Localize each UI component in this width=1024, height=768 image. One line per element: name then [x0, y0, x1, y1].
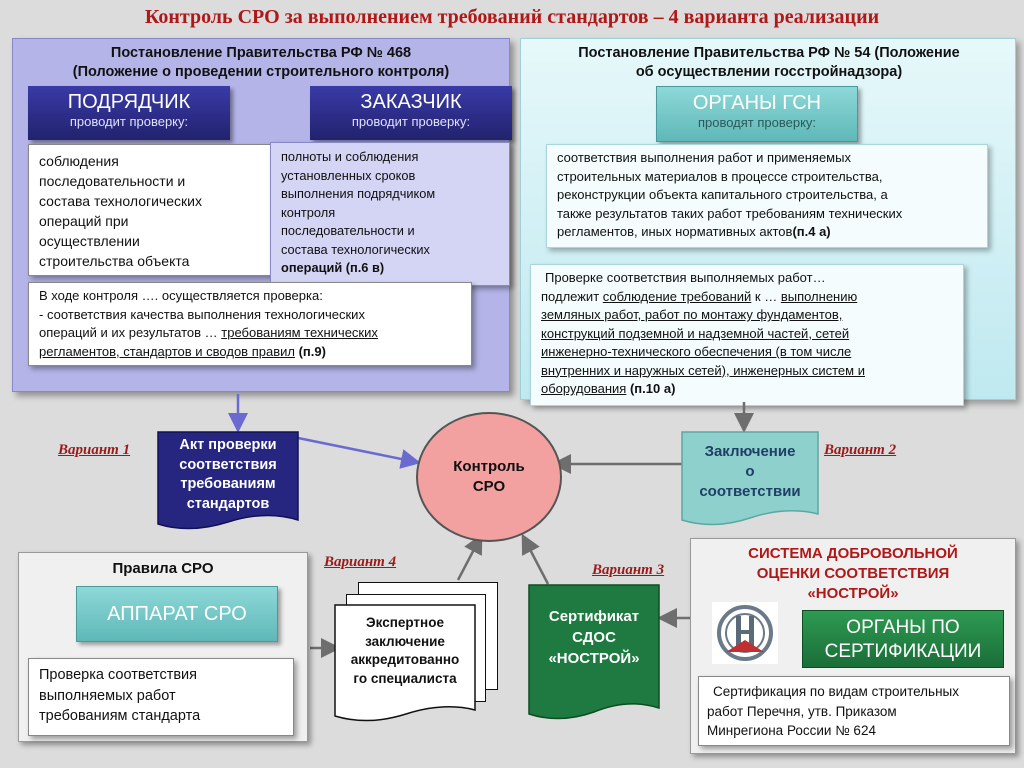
variant-1-label: Вариант 1 [58, 442, 131, 458]
variant-4-label: Вариант 4 [324, 554, 397, 570]
arrow-expert-to-control [456, 533, 483, 581]
voluntary-certification-title: СИСТЕМА ДОБРОВОЛЬНОЙ ОЦЕНКИ СООТВЕТСТВИЯ… [748, 545, 958, 602]
sro-standard-check-box: Проверка соответствия выполняемых работ … [28, 658, 294, 736]
expert-document-shape [334, 604, 476, 722]
arrow-cert-to-control [521, 533, 550, 585]
sro-control-circle: Контроль СРО [416, 412, 562, 542]
resolution-468-title: Постановление Правительства РФ № 468 (По… [72, 45, 450, 80]
act-document-shape [157, 431, 299, 530]
contractor-check-box: соблюдения последовательности и состава … [28, 144, 272, 276]
certificate-document-shape [528, 584, 660, 720]
variant-2-label: Вариант 2 [824, 442, 897, 458]
nostroy-logo-icon [712, 602, 778, 664]
act-of-inspection: Акт проверки соответствия требованиям ст… [179, 437, 277, 512]
certification-bodies-button: ОРГАНЫ ПО СЕРТИФИКАЦИИ [802, 610, 1004, 668]
customer-button: ЗАКАЗЧИК проводит проверку: [310, 86, 512, 140]
certification-scope-box: Сертификация по видам строительных работ… [698, 676, 1010, 746]
conclusion-document-shape [681, 431, 819, 526]
expert-conclusion: Экспертное заключение аккредитованно го … [350, 615, 460, 686]
sdos-certificate: Сертификат СДОС «НОСТРОЙ» [548, 608, 640, 667]
arrow-act-to-control [297, 436, 421, 469]
variant-3-label: Вариант 3 [592, 562, 665, 578]
customer-check-box: полноты и соблюдения установленных сроко… [270, 142, 510, 286]
conformity-conclusion: Заключение о соответствии [699, 443, 801, 500]
contractor-button: ПОДРЯДЧИК проводит проверку: [28, 86, 230, 140]
gsn-works-check-box: Проверке соответствия выполняемых работ…… [530, 264, 964, 406]
page-title: Контроль СРО за выполнением требований с… [144, 6, 880, 28]
sro-apparatus-button: АППАРАТ СРО [76, 586, 278, 642]
control-check-box: В ходе контроля …. осуществляется провер… [28, 282, 472, 366]
sro-rules-title: Правила СРО [112, 560, 214, 577]
gsn-compliance-box: соответствия выполнения работ и применяе… [546, 144, 988, 248]
resolution-54-title: Постановление Правительства РФ № 54 (Пол… [578, 45, 960, 80]
gsn-organs-button: ОРГАНЫ ГСН проводят проверку: [656, 86, 858, 142]
